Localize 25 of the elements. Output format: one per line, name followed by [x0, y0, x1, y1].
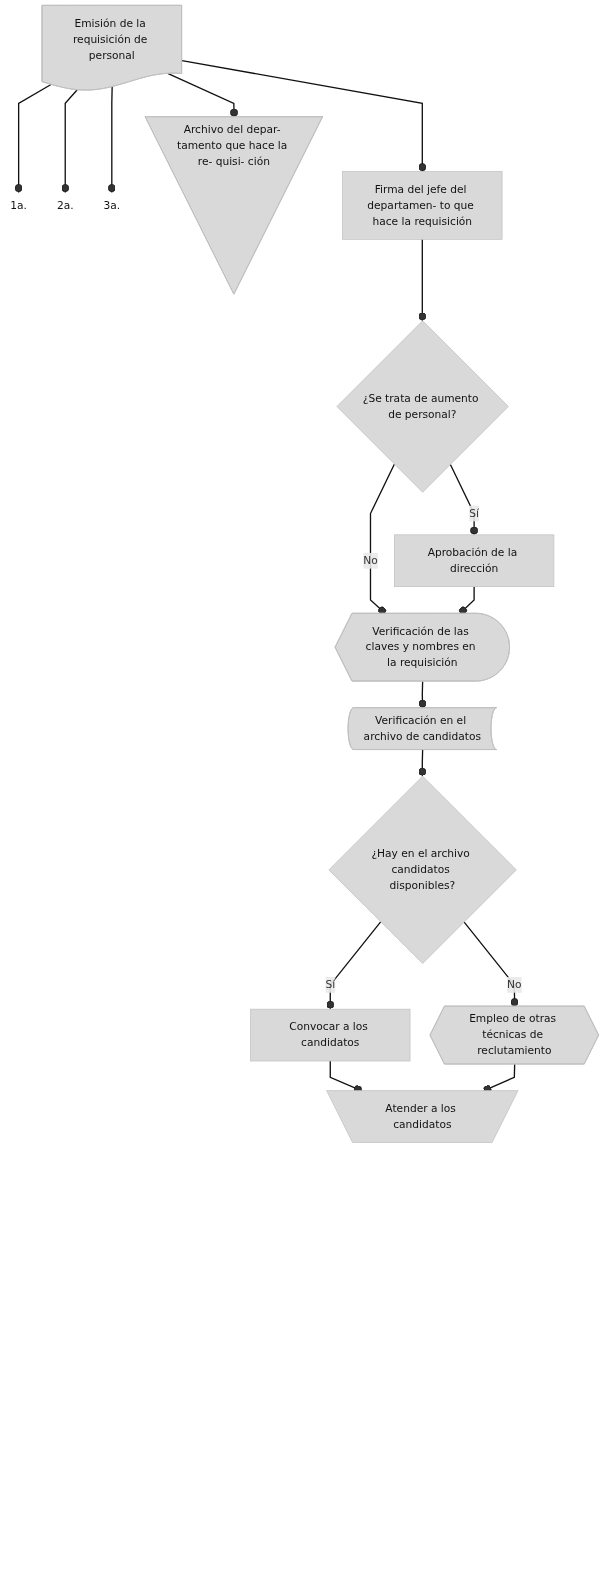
edge-label: No	[507, 978, 522, 991]
edge-label: Sí	[325, 978, 336, 991]
connector	[418, 749, 427, 777]
connector	[449, 463, 479, 536]
connector	[167, 72, 239, 118]
edge-label: Sí	[469, 506, 479, 520]
node-diamond: ¿Se trata de aumento de personal?	[336, 320, 509, 493]
node-box: Convocar a los candidatos	[250, 1008, 411, 1062]
connector	[14, 83, 52, 194]
connector	[107, 86, 116, 194]
edge-label: No	[363, 554, 378, 567]
connector	[459, 586, 475, 615]
node-text: 3a.	[103, 198, 121, 212]
connector	[326, 921, 382, 1010]
node-box: Aprobación de la dirección	[394, 534, 555, 587]
connector	[463, 921, 519, 1008]
connector	[181, 59, 427, 173]
connector	[61, 89, 78, 194]
connector	[369, 463, 395, 615]
node-text: 1a.	[10, 198, 27, 212]
node-text: 2a.	[56, 198, 74, 212]
connector	[418, 238, 427, 322]
connector	[418, 680, 427, 709]
node-diamond: ¿Hay en el archivo candidatos disponibles?	[328, 775, 517, 964]
node-box: Firma del jefe del departamen- to que hace la requisición	[342, 171, 503, 240]
